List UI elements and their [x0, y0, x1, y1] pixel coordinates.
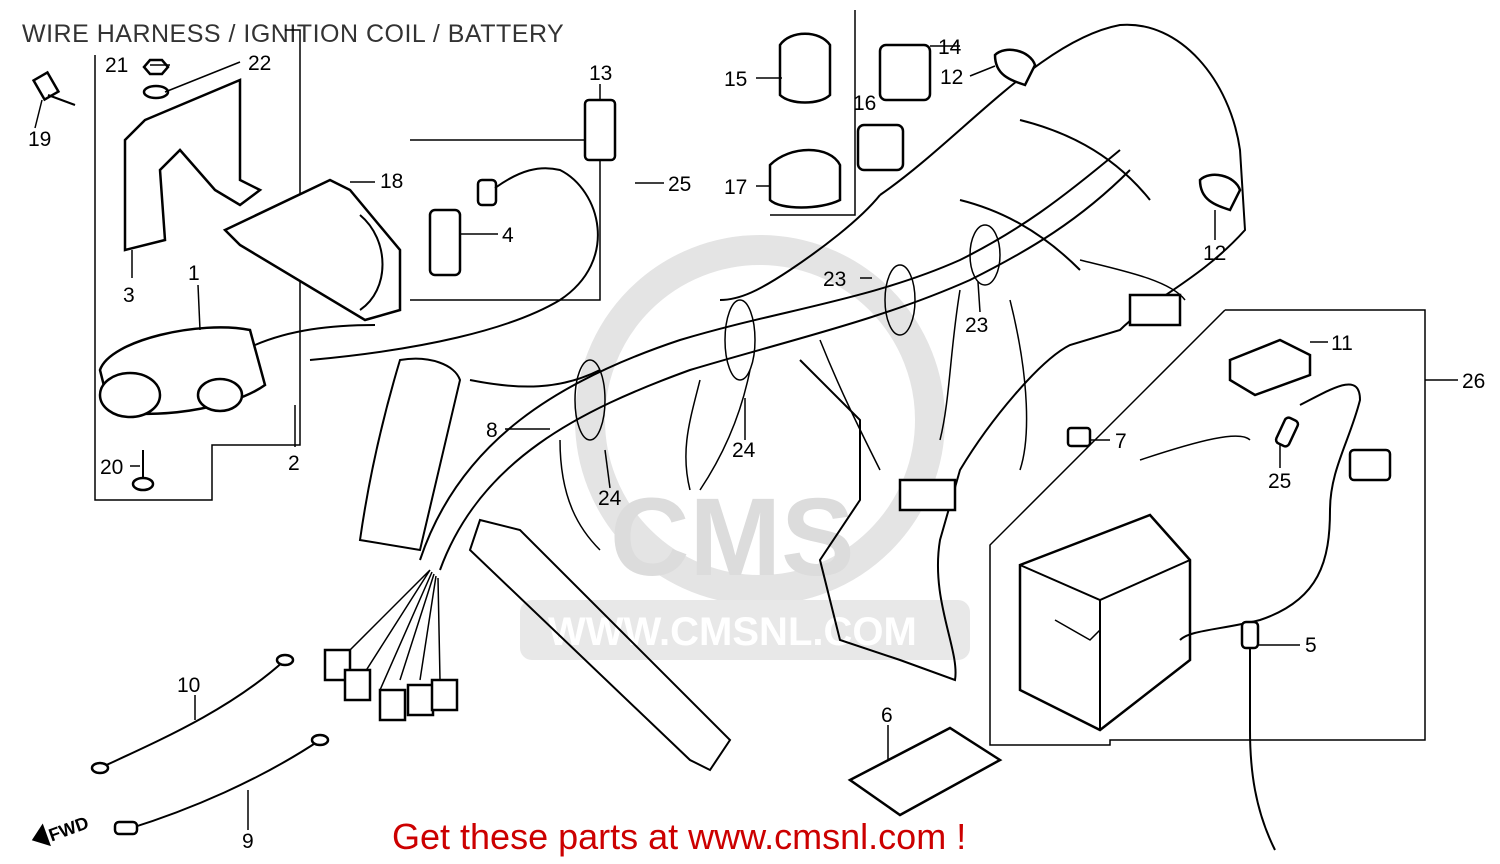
callout-25b: 25: [1268, 470, 1291, 493]
callout-19: 19: [28, 128, 51, 151]
callout-26: 26: [1462, 370, 1485, 393]
part-9-10-wires: [90, 653, 330, 836]
part-19-bolt: [31, 70, 76, 106]
part-11-holder: [1228, 338, 1312, 397]
wire-harness: [323, 149, 1186, 722]
connector-end-5: [430, 678, 459, 712]
part-14-16-relays: [856, 43, 932, 172]
connector-end-4: [406, 683, 435, 717]
part-20-bolt: [131, 450, 155, 492]
part-26-battery: [1018, 435, 1251, 732]
frame: [719, 23, 1247, 682]
callouts: 1 2 3 4 5 6 7 8 9 10 11 12 12 13 14 15 1…: [28, 36, 1485, 853]
callout-23b: 23: [965, 314, 988, 337]
callout-25a: 25: [668, 173, 691, 196]
callout-22: 22: [248, 52, 271, 75]
part-3-bracket: [123, 78, 263, 252]
part-7-cap: [1066, 426, 1092, 448]
part-5-cable: [1240, 620, 1276, 851]
callout-24a: 24: [732, 439, 756, 462]
watermark-logo: CMS: [610, 476, 854, 599]
part-12-bands: [993, 48, 1242, 212]
group-boxes: [94, 10, 1426, 746]
connector-regulator: [1128, 293, 1182, 327]
part-13-clip: [583, 98, 617, 162]
callout-9: 9: [242, 830, 254, 853]
diagram-title: WIRE HARNESS / IGNITION COIL / BATTERY: [22, 20, 565, 48]
callout-23a: 23: [823, 268, 846, 291]
part-1-2-ignition-coil: [98, 324, 376, 419]
down-tube: [358, 357, 732, 772]
part-17-holder: [768, 148, 842, 209]
watermark-url: WWW.CMSNL.COM: [548, 610, 917, 654]
connector-end-3: [378, 688, 407, 722]
callout-14: 14: [938, 36, 962, 59]
part-18-stay: [222, 178, 402, 322]
callout-21: 21: [105, 54, 128, 77]
fwd-label: FWD: [46, 813, 91, 846]
callout-18: 18: [380, 170, 403, 193]
callout-16: 16: [853, 92, 876, 115]
leader-lines: [34, 45, 1458, 830]
callout-12b: 12: [1203, 242, 1226, 265]
callout-5: 5: [1305, 634, 1317, 657]
callout-10: 10: [177, 674, 200, 697]
part-25-fuse: [1179, 383, 1392, 641]
connector-block: [898, 478, 957, 512]
callout-24b: 24: [598, 487, 622, 510]
callout-1: 1: [188, 262, 200, 285]
callout-3: 3: [123, 284, 135, 307]
callout-17: 17: [724, 176, 747, 199]
callout-12a: 12: [940, 66, 963, 89]
fwd-arrow: FWD: [31, 813, 91, 847]
connector-end-2: [343, 668, 372, 702]
part-15-relay: [778, 32, 832, 104]
part-4-plug-cap: [309, 167, 599, 361]
callout-7: 7: [1115, 430, 1127, 453]
callout-20: 20: [100, 456, 123, 479]
callout-6: 6: [881, 704, 893, 727]
part-6-sheet: [847, 726, 1003, 817]
callout-2: 2: [288, 452, 300, 475]
part-21-22-nut-washer: [142, 58, 170, 100]
callout-8: 8: [486, 419, 498, 442]
callout-11: 11: [1331, 332, 1353, 355]
footer-link-text[interactable]: Get these parts at www.cmsnl.com !: [392, 816, 967, 857]
callout-4: 4: [502, 224, 514, 247]
callout-15: 15: [724, 68, 747, 91]
callout-13: 13: [589, 62, 612, 85]
